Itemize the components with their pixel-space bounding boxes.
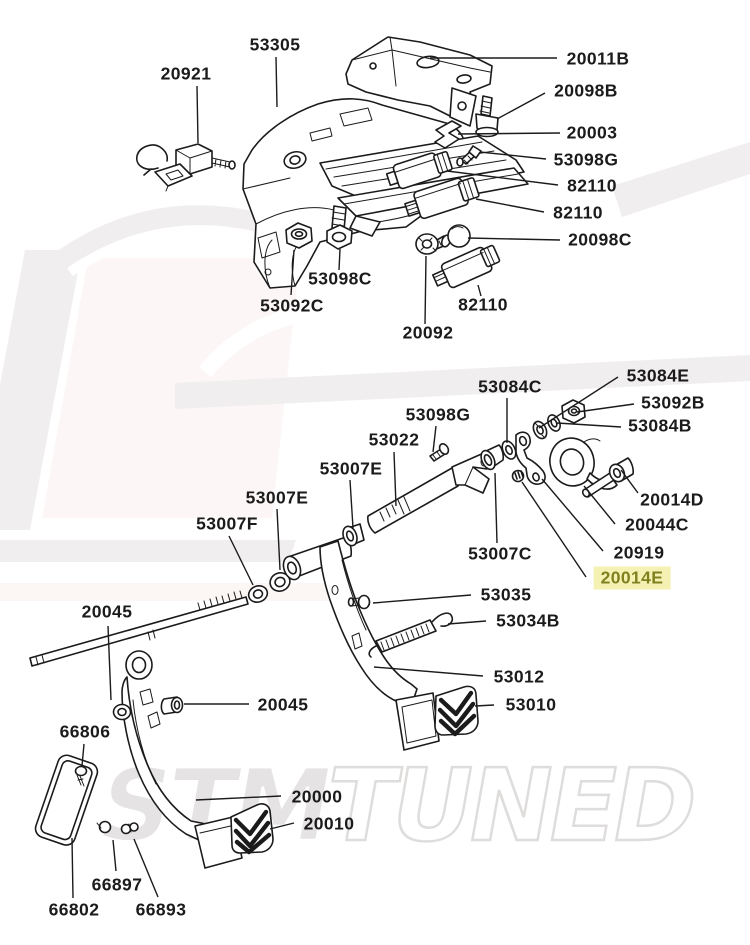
part-label-53092c: 53092C — [260, 295, 324, 316]
part-label-82110: 82110 — [553, 202, 603, 223]
part-label-20098c: 20098C — [568, 229, 632, 250]
part-label-53084e: 53084E — [626, 365, 690, 386]
part-label-82110: 82110 — [567, 175, 617, 196]
part-label-53010: 53010 — [505, 694, 557, 715]
part-label-53034b: 53034B — [496, 610, 560, 631]
part-label-53007f: 53007F — [196, 513, 258, 534]
part-label-20919: 20919 — [613, 542, 665, 563]
part-label-53007c: 53007C — [468, 543, 532, 564]
part-label-66897: 66897 — [91, 874, 143, 895]
part-label-53305: 53305 — [249, 34, 301, 55]
part-label-20045: 20045 — [257, 694, 309, 715]
part-label-66893: 66893 — [135, 899, 187, 920]
part-label-66802: 66802 — [48, 899, 100, 920]
part-label-20014d: 20014D — [640, 489, 704, 510]
part-label-20000: 20000 — [291, 786, 343, 807]
part-label-53012: 53012 — [493, 666, 545, 687]
part-label-53007e: 53007E — [245, 487, 309, 508]
part-label-53084c: 53084C — [478, 376, 542, 397]
part-label-53098g: 53098G — [553, 149, 619, 170]
part-label-20045: 20045 — [81, 601, 133, 622]
part-label-53084b: 53084B — [628, 415, 692, 436]
part-label-82110: 82110 — [458, 294, 508, 315]
part-label-20014e-highlighted: 20014E — [593, 566, 671, 590]
part-label-20011b: 20011B — [566, 48, 630, 69]
part-label-53098g: 53098G — [405, 404, 471, 425]
part-label-53092b: 53092B — [641, 392, 705, 413]
part-label-20092: 20092 — [402, 322, 454, 343]
part-label-53022: 53022 — [368, 429, 420, 450]
part-label-20921: 20921 — [160, 63, 212, 84]
part-label-53098c: 53098C — [308, 268, 372, 289]
part-label-53035: 53035 — [480, 584, 532, 605]
part-label-20098b: 20098B — [554, 80, 618, 101]
part-label-20010: 20010 — [303, 813, 355, 834]
part-label-53007e: 53007E — [319, 458, 383, 479]
part-label-66806: 66806 — [59, 721, 111, 742]
part-label-20044c: 20044C — [625, 514, 689, 535]
part-label-20003: 20003 — [566, 122, 618, 143]
